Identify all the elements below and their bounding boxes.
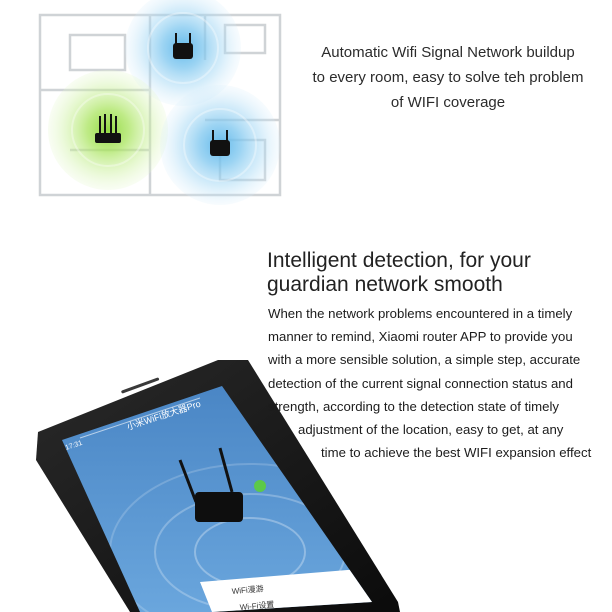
phone-list-item-1: WiFi漫游 <box>231 583 264 596</box>
feature1-text: Automatic Wifi Signal Network buildup to… <box>298 40 598 115</box>
feature1-line-3: of WIFI coverage <box>390 94 506 111</box>
repeater-top-icon <box>173 33 193 59</box>
signal-circle-green <box>48 70 168 190</box>
feature2-body-line-7: time to achieve the best WIFI expansion … <box>321 445 592 461</box>
feature2-body-line-4: detection of the current signal connecti… <box>268 375 573 391</box>
feature2-body: When the network problems encountered in… <box>268 302 612 464</box>
feature2-body-line-1: When the network problems encountered in… <box>268 306 573 321</box>
feature1-line-1: Automatic Wifi Signal Network buildup <box>321 44 575 61</box>
screen-repeater-icon <box>178 447 243 522</box>
feature2-title-line-1: Intelligent detection, for your <box>267 249 531 272</box>
feature2-body-line-3: with a more sensible solution, a simple … <box>268 352 581 368</box>
feature2-body-line-2: manner to remind, Xiaomi router APP to p… <box>268 329 573 345</box>
feature2-body-line-6: adjustment of the location, easy to get,… <box>298 422 564 438</box>
feature2-title: Intelligent detection, for your guardian… <box>267 249 531 297</box>
coverage-illustration <box>38 0 282 205</box>
feature2-title-line-2: guardian network smooth <box>267 273 503 296</box>
phone-list-item-2: Wi-Fi设置 <box>239 599 274 612</box>
feature2-body-line-5: strength, according to the detection sta… <box>268 398 560 414</box>
check-icon <box>254 480 266 492</box>
phone-mockup: 17:31 小米WiFi放大器Pro WiFi漫游 Wi-Fi设置 <box>36 360 400 612</box>
router-icon <box>95 114 121 143</box>
repeater-right-icon <box>210 130 230 156</box>
feature1-line-2: to every room, easy to solve teh problem <box>312 69 584 86</box>
